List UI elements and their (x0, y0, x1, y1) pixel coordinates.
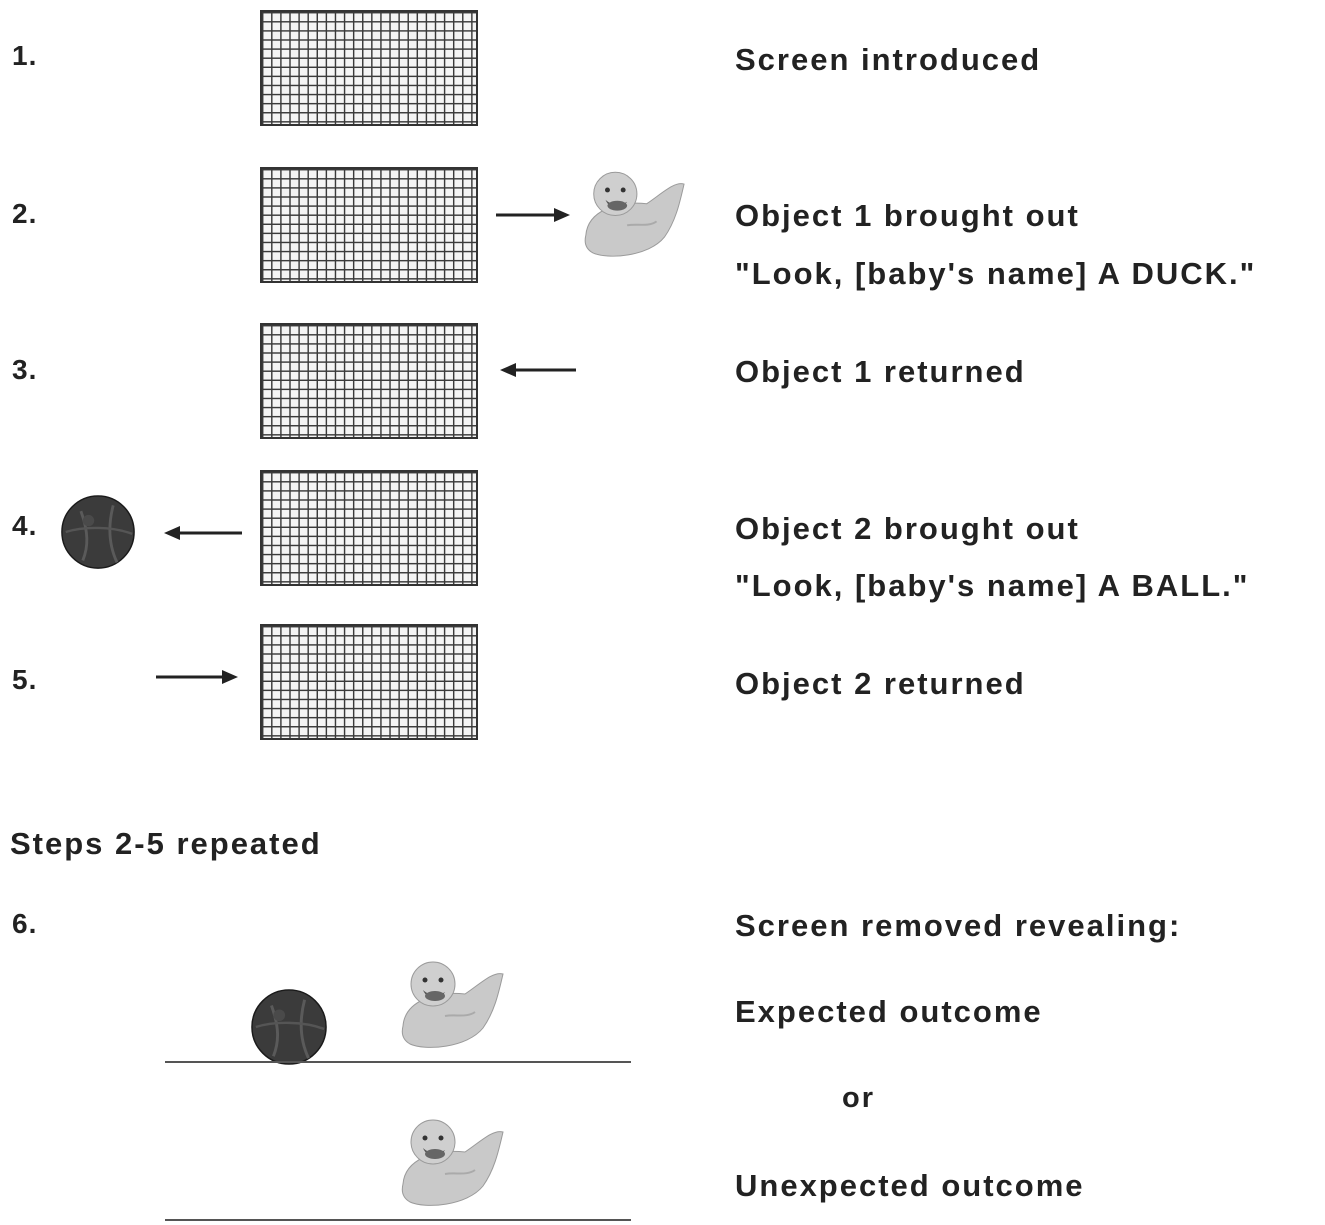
step-6-number: 6. (12, 908, 38, 939)
unexpected-outcome-floor (165, 1219, 631, 1221)
duck-icon (584, 171, 686, 258)
step-2-number: 2. (12, 198, 38, 229)
duck-icon (401, 1119, 504, 1207)
expected-outcome-floor (165, 1061, 631, 1063)
step-2-description: Object 1 brought out (735, 198, 1080, 233)
screen-step-4 (260, 470, 478, 586)
ball-icon (250, 988, 328, 1066)
step-5-number: 5. (12, 664, 38, 695)
screen-step-3 (260, 323, 478, 439)
repeat-note: Steps 2-5 repeated (10, 826, 322, 861)
step-4-description: Object 2 brought out (735, 511, 1080, 546)
arrow-left-icon (164, 526, 242, 540)
or-label: or (842, 1082, 875, 1114)
ball-icon (60, 494, 136, 570)
step-3-description: Object 1 returned (735, 354, 1026, 389)
step-5-description: Object 2 returned (735, 666, 1026, 701)
step-4-utterance: "Look, [baby's name] A BALL." (735, 568, 1250, 603)
step-6-heading: Screen removed revealing: (735, 908, 1182, 943)
expected-outcome-label: Expected outcome (735, 994, 1043, 1029)
arrow-left-icon (500, 363, 576, 377)
screen-step-1 (260, 10, 478, 126)
screen-step-2 (260, 167, 478, 283)
arrow-right-icon (156, 670, 238, 684)
step-3-number: 3. (12, 354, 38, 385)
screen-step-5 (260, 624, 478, 740)
step-1-number: 1. (12, 40, 38, 71)
step-1-description: Screen introduced (735, 42, 1042, 77)
arrow-right-icon (496, 208, 570, 222)
step-4-number: 4. (12, 510, 38, 541)
step-2-utterance: "Look, [baby's name] A DUCK." (735, 256, 1257, 291)
unexpected-outcome-label: Unexpected outcome (735, 1168, 1085, 1203)
duck-icon (401, 961, 504, 1049)
